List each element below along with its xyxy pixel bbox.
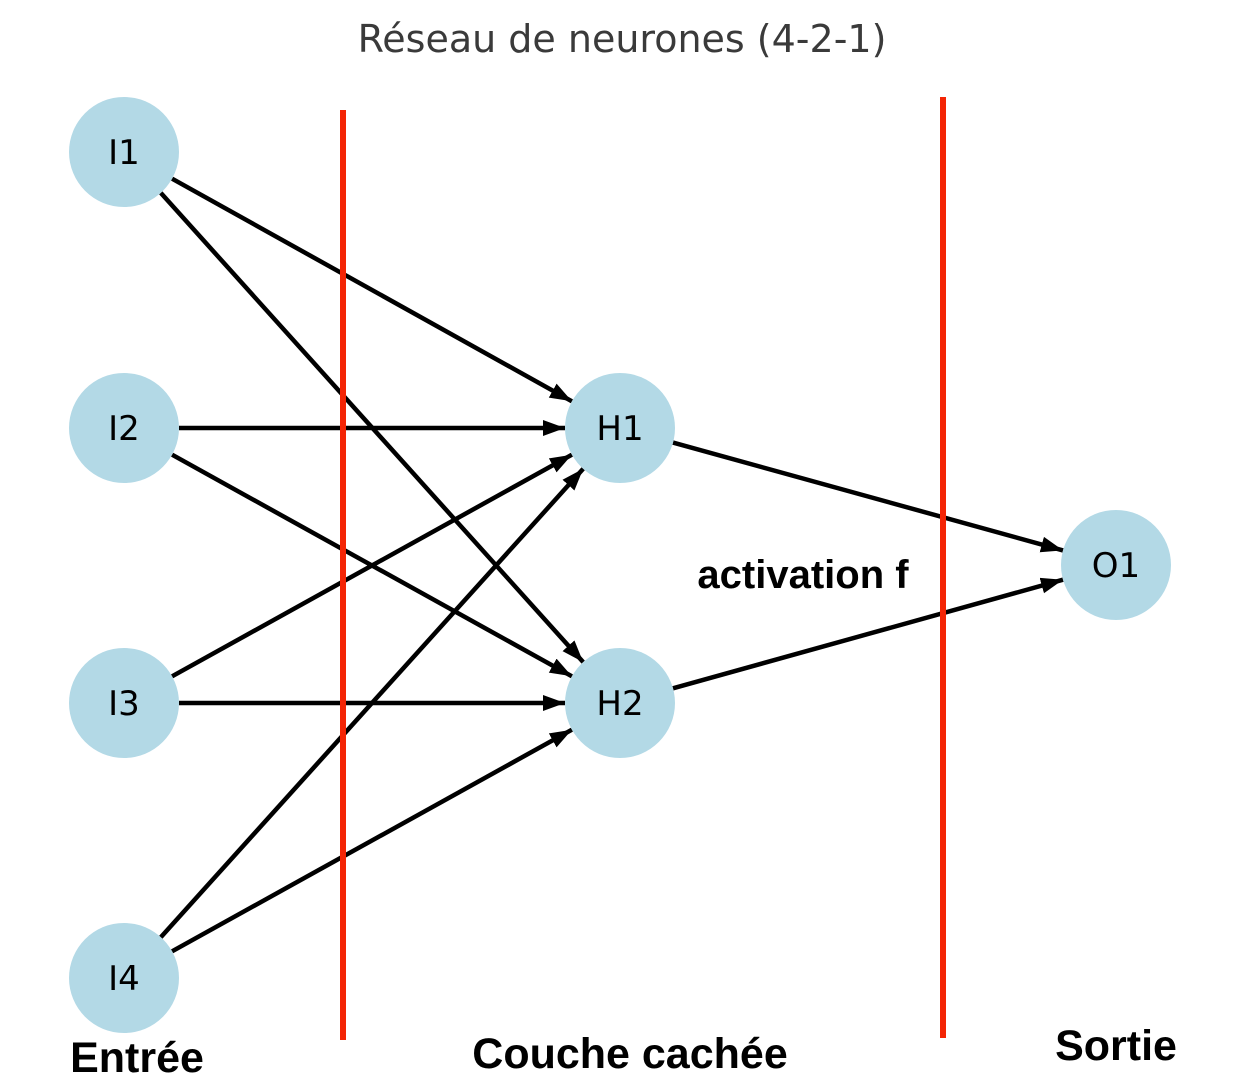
- layer-label-input: Entrée: [70, 1034, 204, 1082]
- node-H1: H1: [565, 373, 675, 483]
- node-I3: I3: [69, 648, 179, 758]
- node-label-I1: I1: [108, 133, 140, 173]
- node-circle-I4: [69, 923, 179, 1033]
- node-label-O1: O1: [1092, 546, 1140, 586]
- node-circle-O1: [1061, 510, 1171, 620]
- edges-layer: [159, 176, 1064, 954]
- activation-function-label: activation f: [697, 553, 909, 597]
- edge-H2-O1: [672, 577, 1064, 691]
- node-label-I2: I2: [108, 409, 140, 449]
- node-H2: H2: [565, 648, 675, 758]
- edge-I4-H2: [171, 727, 573, 954]
- layer-label-output: Sortie: [1055, 1022, 1177, 1070]
- layer-separators: [340, 97, 946, 1040]
- node-label-I4: I4: [108, 959, 140, 999]
- edge-I3-H1: [171, 452, 573, 679]
- node-I2: I2: [69, 373, 179, 483]
- node-label-I3: I3: [108, 684, 140, 724]
- node-circle-H1: [565, 373, 675, 483]
- diagram-title: Réseau de neurones (4-2-1): [358, 17, 887, 61]
- layer-label-hidden: Couche cachée: [472, 1030, 787, 1078]
- node-O1: O1: [1061, 510, 1171, 620]
- node-circle-I3: [69, 648, 179, 758]
- node-circle-H2: [565, 648, 675, 758]
- edge-H1-O1: [672, 440, 1064, 553]
- node-circle-I1: [69, 97, 179, 207]
- node-label-H1: H1: [596, 409, 643, 449]
- edge-I4-H1: [159, 467, 585, 939]
- node-label-H2: H2: [596, 684, 643, 724]
- node-I1: I1: [69, 97, 179, 207]
- edge-I1-H1: [171, 176, 573, 404]
- node-circle-I2: [69, 373, 179, 483]
- node-I4: I4: [69, 923, 179, 1033]
